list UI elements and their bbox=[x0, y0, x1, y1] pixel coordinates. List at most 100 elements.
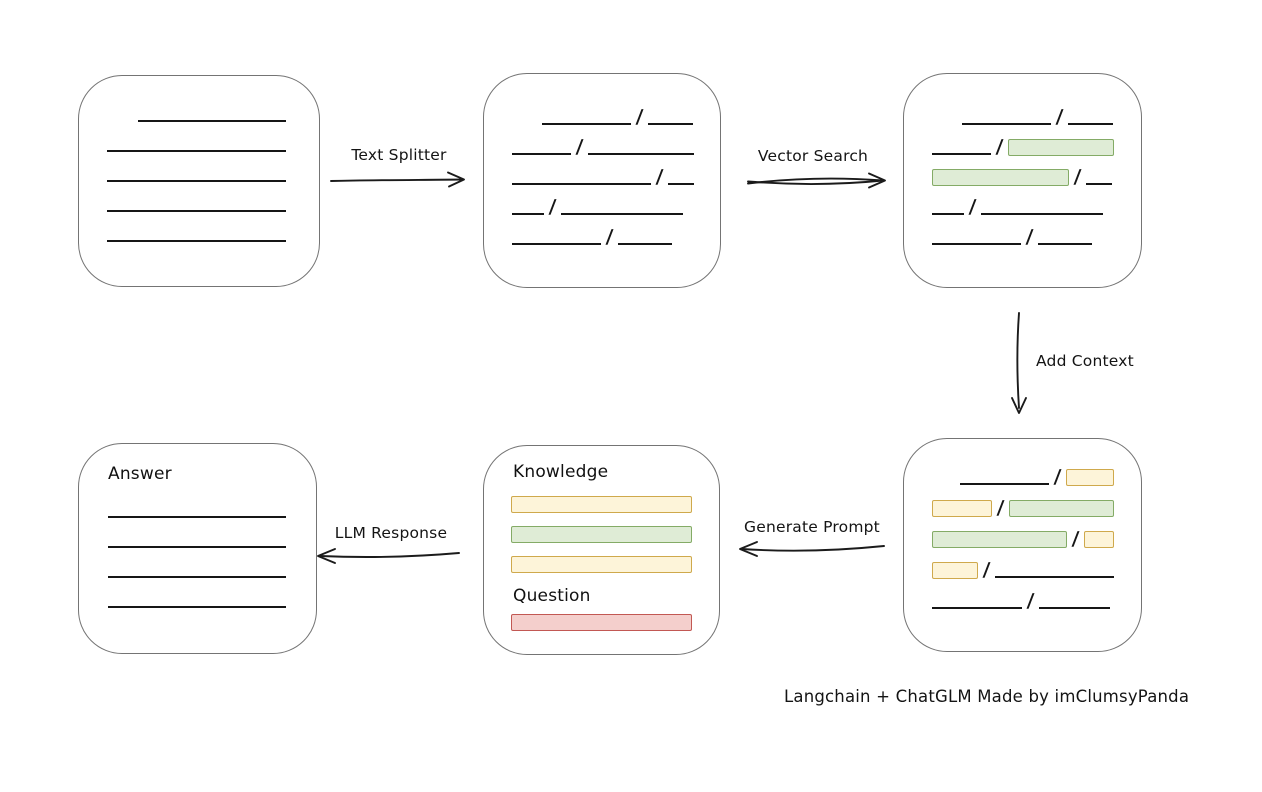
text-line bbox=[667, 183, 694, 185]
vector-search-arrow bbox=[747, 172, 886, 189]
answer-lines bbox=[108, 489, 288, 609]
text-line bbox=[1085, 183, 1112, 185]
credit-caption: Langchain + ChatGLM Made by imClumsyPand… bbox=[784, 687, 1190, 706]
slash-separator: / bbox=[575, 136, 584, 158]
red-highlight-bar bbox=[511, 614, 692, 631]
slash-separator: / bbox=[1055, 106, 1064, 128]
slash-separator: / bbox=[635, 106, 644, 128]
chunk-row: / bbox=[512, 96, 694, 128]
add-context-arrow bbox=[1011, 312, 1027, 414]
yellow-highlight-bar bbox=[1083, 531, 1114, 548]
chunk-row: / bbox=[932, 517, 1114, 550]
text-line bbox=[932, 243, 1021, 245]
chunk-row: / bbox=[932, 126, 1114, 158]
text-line bbox=[107, 180, 286, 182]
chunk-row: / bbox=[512, 186, 694, 218]
yellow-highlight-bar bbox=[511, 556, 692, 573]
yellow-highlight-bar bbox=[1066, 469, 1115, 486]
question-label: Question bbox=[513, 586, 591, 606]
chunk-row bbox=[107, 123, 289, 153]
answer-label: Answer bbox=[108, 464, 172, 484]
chunk-row: / bbox=[932, 579, 1114, 612]
slash-separator: / bbox=[1025, 226, 1034, 248]
slash-separator: / bbox=[1071, 528, 1080, 550]
text-line bbox=[994, 576, 1114, 578]
yellow-highlight-bar bbox=[511, 496, 692, 513]
slash-separator: / bbox=[996, 497, 1005, 519]
text-line bbox=[1037, 243, 1092, 245]
slash-separator: / bbox=[1073, 166, 1082, 188]
text-line bbox=[932, 213, 964, 215]
chunk-row bbox=[107, 213, 289, 243]
text-line bbox=[587, 153, 694, 155]
yellow-highlight-bar bbox=[932, 500, 992, 517]
matched-chunks-box: / / / / / bbox=[903, 73, 1142, 288]
green-highlight-bar bbox=[1008, 500, 1114, 517]
slash-separator: / bbox=[548, 196, 557, 218]
knowledge-label: Knowledge bbox=[513, 462, 609, 482]
document-box bbox=[78, 75, 320, 287]
slash-separator: / bbox=[605, 226, 614, 248]
text-line bbox=[108, 576, 286, 578]
llm-response-label: LLM Response bbox=[334, 524, 448, 542]
split-chunk-rows: / / / / / bbox=[512, 96, 694, 248]
llm-response-arrow bbox=[317, 548, 460, 564]
text-line bbox=[959, 483, 1050, 485]
generate-prompt-label: Generate Prompt bbox=[744, 518, 880, 536]
chunk-row bbox=[107, 153, 289, 183]
answer-box: Answer bbox=[78, 443, 317, 654]
text-line bbox=[617, 243, 672, 245]
chunk-row bbox=[108, 489, 288, 519]
chunk-row: / bbox=[512, 216, 694, 248]
text-line bbox=[560, 213, 683, 215]
slash-separator: / bbox=[982, 559, 991, 581]
chunk-row bbox=[107, 93, 289, 123]
split-chunks-box: / / / / / bbox=[483, 73, 721, 288]
text-line bbox=[107, 210, 286, 212]
text-line bbox=[108, 606, 286, 608]
text-line bbox=[512, 243, 601, 245]
chunk-row: / bbox=[512, 126, 694, 158]
green-highlight-bar bbox=[932, 531, 1067, 548]
matched-chunk-rows: / / / / / bbox=[932, 96, 1114, 248]
chunk-row bbox=[108, 579, 288, 609]
document-lines bbox=[107, 93, 289, 243]
chunk-row bbox=[108, 549, 288, 579]
text-line bbox=[980, 213, 1103, 215]
text-line bbox=[647, 123, 693, 125]
text-line bbox=[512, 153, 571, 155]
text-line bbox=[107, 240, 286, 242]
chunk-row: / bbox=[932, 156, 1114, 188]
chunk-row bbox=[107, 183, 289, 213]
chunk-row: / bbox=[932, 186, 1114, 218]
chunk-row: / bbox=[932, 216, 1114, 248]
knowledge-bars bbox=[511, 496, 692, 586]
slash-separator: / bbox=[995, 136, 1004, 158]
context-chunks-box: / / / / / bbox=[903, 438, 1142, 652]
chunk-row: / bbox=[932, 96, 1114, 128]
generate-prompt-arrow bbox=[739, 541, 885, 557]
slash-separator: / bbox=[655, 166, 664, 188]
green-highlight-bar bbox=[511, 526, 692, 543]
text-splitter-label: Text Splitter bbox=[351, 146, 447, 164]
green-highlight-bar bbox=[932, 169, 1069, 186]
text-splitter-arrow bbox=[330, 171, 465, 188]
context-chunk-rows: / / / / / bbox=[932, 455, 1115, 612]
text-line bbox=[107, 150, 286, 152]
slash-separator: / bbox=[1026, 590, 1035, 612]
text-line bbox=[1067, 123, 1113, 125]
slash-separator: / bbox=[1053, 466, 1063, 488]
text-line bbox=[512, 183, 651, 185]
vector-search-label: Vector Search bbox=[757, 147, 869, 165]
chunk-row: / bbox=[512, 156, 694, 188]
text-line bbox=[542, 123, 631, 125]
green-highlight-bar bbox=[1007, 139, 1114, 156]
yellow-highlight-bar bbox=[932, 562, 978, 579]
text-line bbox=[108, 516, 286, 518]
slash-separator: / bbox=[968, 196, 977, 218]
text-line bbox=[932, 607, 1022, 609]
text-line bbox=[108, 546, 286, 548]
chunk-row: / bbox=[932, 548, 1114, 581]
